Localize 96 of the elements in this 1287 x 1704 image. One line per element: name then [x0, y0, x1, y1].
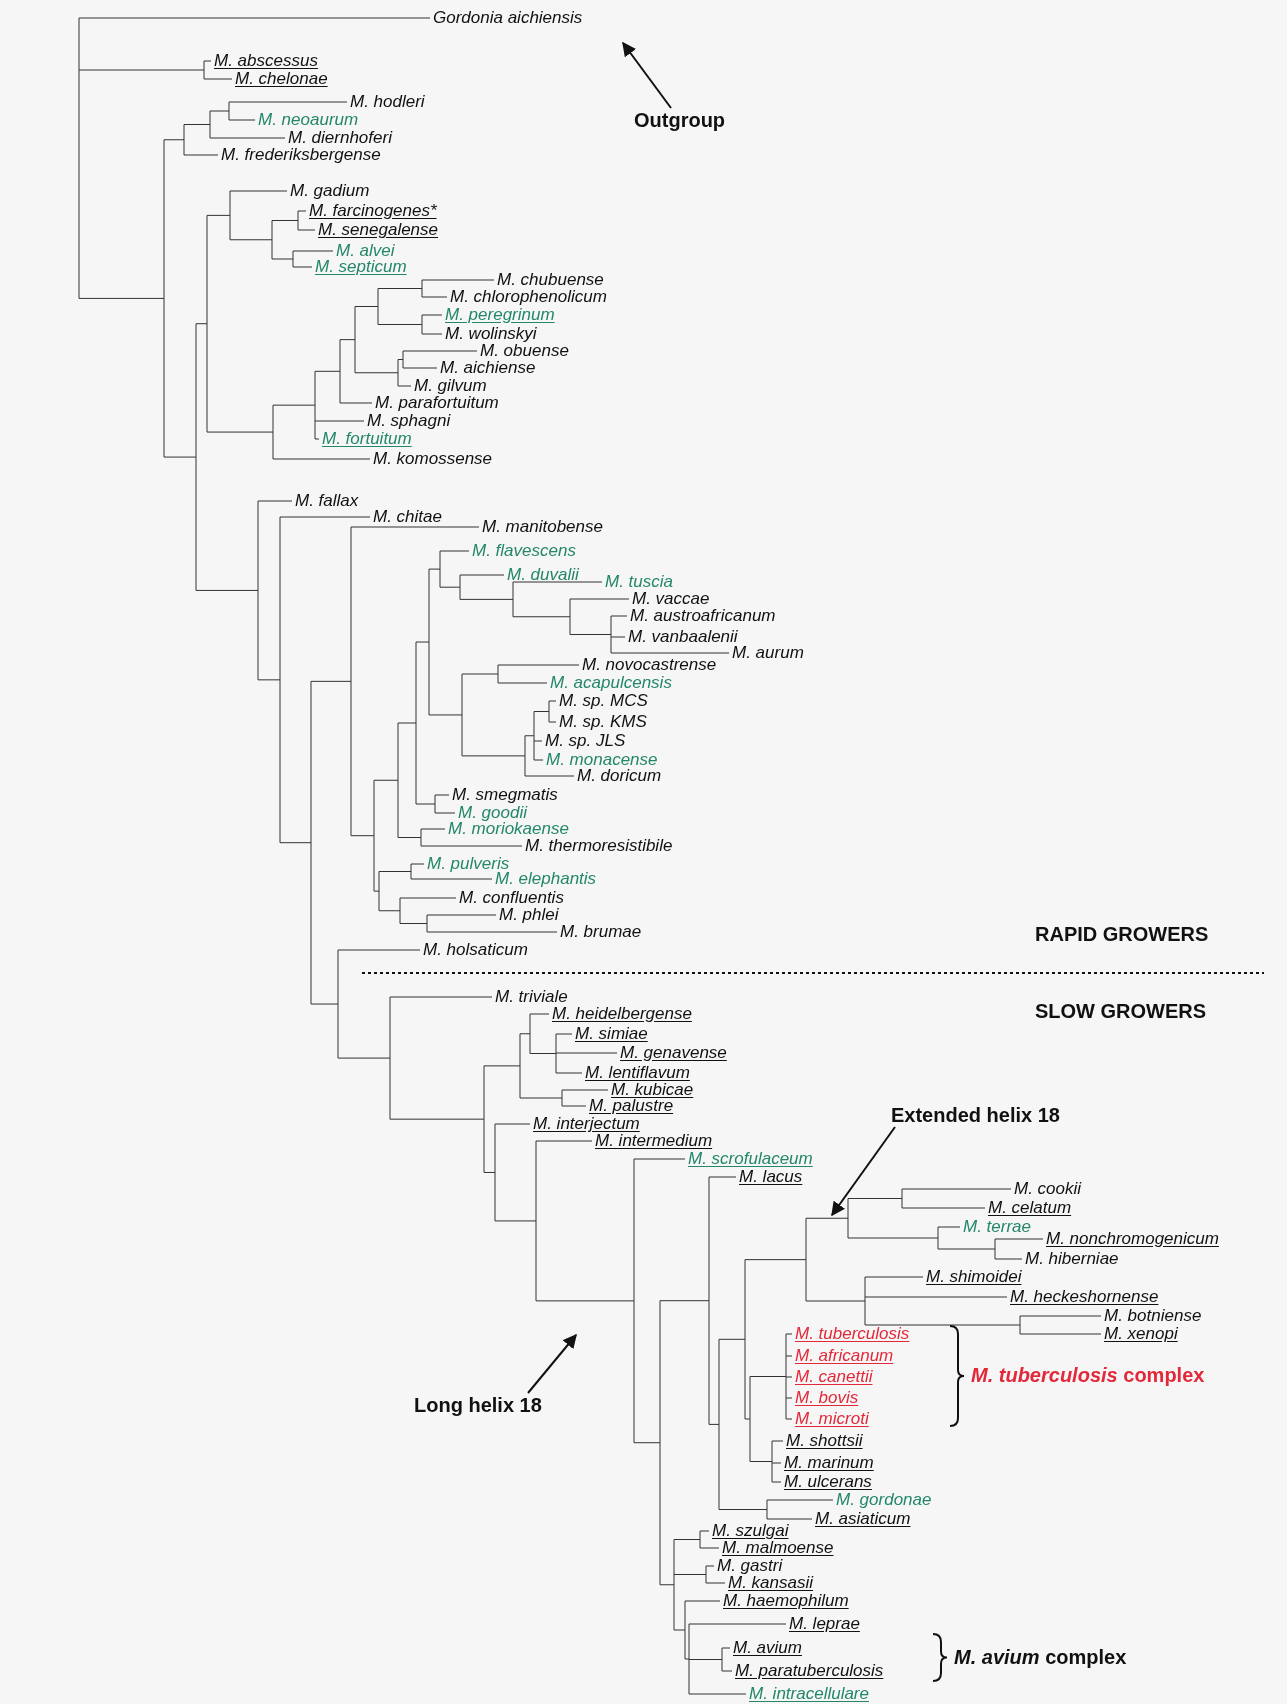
- species-label: M. manitobense: [482, 517, 603, 537]
- arrow: [831, 1126, 896, 1217]
- species-label: M. vanbaalenii: [628, 627, 738, 646]
- species-label: M. chubuense: [497, 270, 604, 290]
- species-label: M. wolinskyi: [445, 324, 537, 344]
- species-label: M. abscessus: [214, 51, 318, 71]
- species-label: M. triviale: [495, 987, 568, 1007]
- species-label: M. asiaticum: [815, 1509, 911, 1529]
- species-label: M. heidelbergense: [552, 1004, 692, 1024]
- species-label: M. chlorophenolicum: [450, 287, 607, 307]
- species-label: M. heckeshornense: [1010, 1287, 1159, 1307]
- species-label: M. botniense: [1104, 1306, 1202, 1326]
- species-label: M. sp. KMS: [559, 712, 647, 732]
- species-label: M. lentiflavum: [585, 1063, 690, 1083]
- species-label: M. shimoidei: [926, 1267, 1022, 1287]
- species-label: M. gilvum: [414, 376, 487, 396]
- species-label: M. ulcerans: [784, 1472, 872, 1492]
- species-label: M. gastri: [717, 1556, 783, 1576]
- species-label: M. interjectum: [533, 1114, 640, 1134]
- callout-label: Extended helix 18: [891, 1103, 1060, 1127]
- arrow: [527, 1333, 577, 1394]
- species-label: M. genavense: [620, 1043, 727, 1063]
- species-label: M. intermedium: [595, 1131, 713, 1151]
- group-label: RAPID GROWERS: [1035, 922, 1209, 946]
- species-label: M. haemophilum: [723, 1591, 849, 1611]
- species-label: M. microti: [795, 1409, 869, 1429]
- species-label: M. alvei: [336, 241, 395, 260]
- species-label: M. lacus: [739, 1167, 803, 1187]
- species-label: M. senegalense: [318, 220, 439, 240]
- species-label: M. hodleri: [350, 92, 425, 112]
- species-label: M. sp. JLS: [545, 731, 626, 751]
- arrow: [622, 41, 672, 109]
- species-label: M. fallax: [295, 491, 359, 511]
- species-label: M. septicum: [315, 257, 407, 277]
- species-label: M. peregrinum: [445, 305, 555, 325]
- species-label: M. hiberniae: [1025, 1249, 1119, 1269]
- species-label: M. novocastrense: [582, 655, 717, 675]
- species-label: M. shottsii: [786, 1431, 863, 1451]
- species-label: M. frederiksbergense: [221, 145, 381, 165]
- species-label: M. scrofulaceum: [688, 1149, 813, 1169]
- species-label: M. nonchromogenicum: [1046, 1229, 1219, 1249]
- species-label: M. fortuitum: [322, 429, 412, 449]
- species-label: M. terrae: [963, 1217, 1032, 1237]
- species-label: M. acapulcensis: [550, 673, 672, 693]
- species-label: M. kansasii: [728, 1573, 814, 1593]
- species-label: M. komossense: [373, 449, 493, 469]
- group-label: M. avium complex: [954, 1645, 1127, 1669]
- species-label: M. paratuberculosis: [735, 1661, 884, 1681]
- species-label: M. diernhoferi: [288, 128, 392, 148]
- species-label: M. neoaurum: [258, 110, 359, 130]
- species-label: M. parafortuitum: [375, 393, 499, 413]
- species-label: M. confluentis: [459, 888, 564, 908]
- species-label: M. aurum: [732, 643, 804, 663]
- species-label: M. sp. MCS: [559, 691, 648, 711]
- species-label: M. phlei: [499, 905, 559, 925]
- species-label: M. avium: [733, 1638, 802, 1658]
- species-label: M. celatum: [988, 1198, 1072, 1218]
- group-label: SLOW GROWERS: [1035, 999, 1207, 1023]
- species-label: M. simiae: [575, 1024, 648, 1044]
- species-label: M. marinum: [784, 1453, 874, 1473]
- species-label: M. africanum: [795, 1346, 894, 1366]
- callout-label: Long helix 18: [414, 1393, 542, 1417]
- species-label: M. duvalii: [507, 565, 579, 585]
- species-label: M. tuberculosis: [795, 1324, 910, 1344]
- species-label: M. xenopi: [1104, 1324, 1178, 1344]
- species-label: M. palustre: [589, 1096, 674, 1116]
- species-label: M. holsaticum: [423, 940, 528, 960]
- species-label: M. monacense: [546, 750, 658, 769]
- species-label: M. aichiense: [440, 358, 536, 378]
- species-label: M. vaccae: [632, 589, 710, 609]
- species-label: M. flavescens: [472, 541, 576, 561]
- species-label: M. cookii: [1014, 1179, 1082, 1199]
- species-label: M. doricum: [577, 766, 662, 786]
- species-label: M. kubicae: [611, 1080, 694, 1099]
- species-label: M. chitae: [373, 507, 442, 527]
- species-label: M. obuense: [480, 341, 569, 361]
- species-label: M. tuscia: [605, 572, 674, 592]
- species-label: M. thermoresistibile: [525, 836, 673, 856]
- species-label: M. leprae: [789, 1614, 860, 1634]
- species-label: M. gordonae: [836, 1490, 932, 1510]
- species-label: M. malmoense: [722, 1538, 834, 1558]
- species-label: M. canettii: [795, 1367, 873, 1387]
- species-label: M. smegmatis: [452, 785, 558, 805]
- species-label: M. sphagni: [367, 411, 451, 431]
- species-label: M. intracellulare: [749, 1684, 869, 1704]
- species-label: M. brumae: [560, 922, 642, 942]
- species-label: M. bovis: [795, 1388, 859, 1408]
- group-label: M. tuberculosis complex: [971, 1363, 1205, 1387]
- species-label: Gordonia aichiensis: [433, 8, 583, 28]
- species-label: M. goodii: [458, 803, 527, 822]
- species-label: M. farcinogenes*: [309, 201, 437, 221]
- species-label: M. gadium: [290, 181, 370, 201]
- species-label: M. chelonae: [235, 69, 328, 89]
- species-label: M. szulgai: [712, 1521, 789, 1541]
- species-label: M. austroafricanum: [630, 606, 776, 626]
- callout-label: Outgroup: [634, 108, 726, 132]
